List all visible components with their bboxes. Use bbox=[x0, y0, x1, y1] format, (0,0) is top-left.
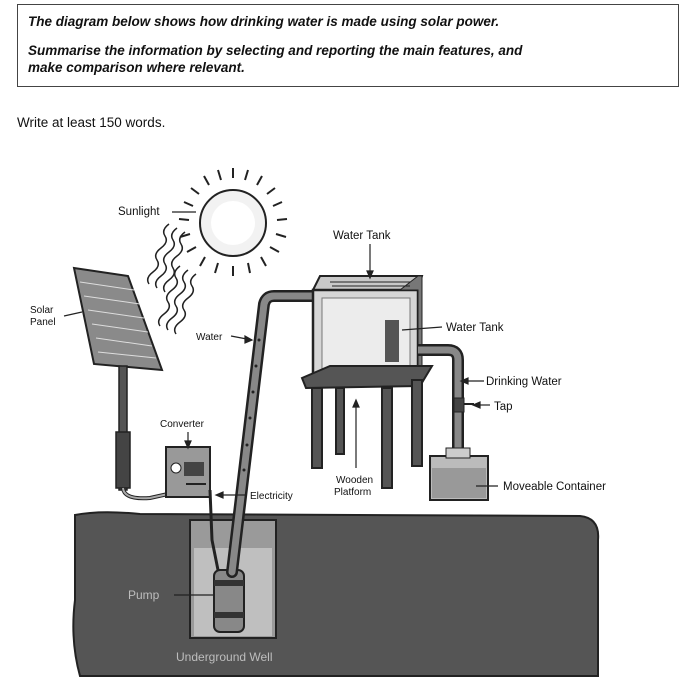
label-pump: Pump bbox=[128, 588, 160, 602]
prompt-line-1: The diagram below shows how drinking wat… bbox=[28, 14, 500, 29]
label-sunlight: Sunlight bbox=[118, 206, 160, 218]
wooden-platform bbox=[300, 365, 434, 489]
label-electricity: Electricity bbox=[250, 491, 293, 502]
label-water-tank-top: Water Tank bbox=[333, 230, 391, 242]
label-water: Water bbox=[196, 332, 223, 343]
label-water-tank-side: Water Tank bbox=[446, 322, 504, 334]
label-drinking-water: Drinking Water bbox=[486, 376, 562, 388]
prompt-line-2: Summarise the information by selecting a… bbox=[28, 43, 523, 58]
solar-panel bbox=[72, 266, 164, 491]
converter-box bbox=[165, 446, 211, 498]
label-solar-panel-1: Solar bbox=[30, 305, 54, 316]
task-prompt-box: The diagram below shows how drinking wat… bbox=[17, 4, 679, 87]
sunlight-rays bbox=[146, 223, 197, 335]
pump-icon bbox=[213, 569, 245, 633]
label-tap: Tap bbox=[494, 401, 513, 413]
moveable-container bbox=[429, 447, 489, 501]
word-count-instruction: Write at least 150 words. bbox=[17, 115, 166, 130]
label-wooden-platform-2: Platform bbox=[334, 487, 371, 498]
label-wooden-platform-1: Wooden bbox=[336, 475, 373, 486]
label-underground-well: Underground Well bbox=[176, 650, 273, 664]
label-solar-panel-2: Panel bbox=[30, 317, 56, 328]
tap-icon bbox=[453, 397, 474, 413]
sun-icon bbox=[178, 168, 288, 276]
label-moveable-container: Moveable Container bbox=[503, 481, 606, 493]
prompt-line-3: make comparison where relevant. bbox=[28, 60, 245, 75]
label-converter: Converter bbox=[160, 419, 205, 430]
